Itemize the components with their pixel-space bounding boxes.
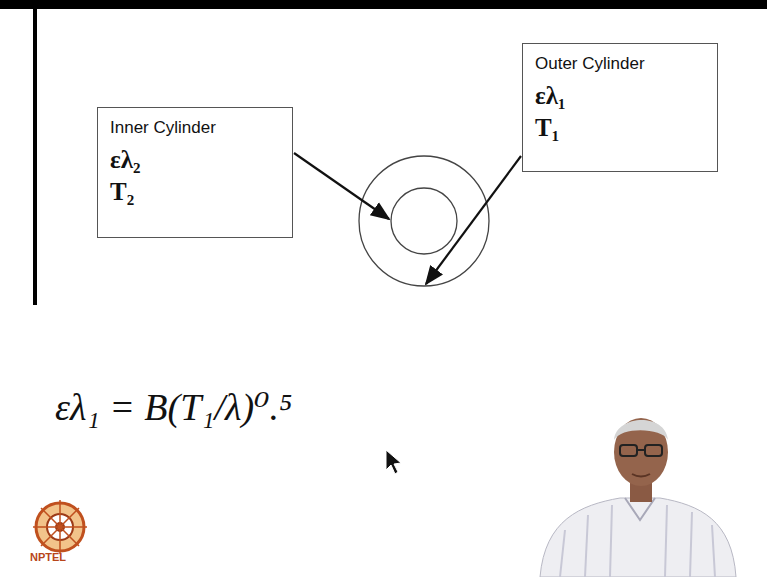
cylinder-box: Inner Cylinder ελ₂ T₂ — [97, 107, 293, 238]
nptel-logo — [33, 500, 87, 554]
frame-bar — [33, 9, 37, 305]
emissivity-symbol: ελ₂ — [110, 146, 280, 174]
box-heading: Inner Cylinder — [110, 118, 280, 138]
cylinder-box: Outer Cylinder ελ₁ T₁ — [522, 43, 718, 172]
equation: ελ₁ = B(T₁/λ)⁰.⁵ — [55, 385, 292, 429]
outer-cylinder-circle — [359, 156, 489, 286]
inner-cylinder-circle — [391, 188, 457, 254]
box-heading: Outer Cylinder — [535, 54, 705, 74]
presenter — [540, 418, 736, 577]
temperature-symbol: T₂ — [110, 178, 280, 206]
leader-arrow — [294, 153, 389, 219]
emissivity-symbol: ελ₁ — [535, 82, 705, 110]
mouse-cursor — [386, 450, 401, 474]
temperature-symbol: T₁ — [535, 114, 705, 142]
logo-text: NPTEL — [30, 551, 66, 563]
leader-arrow — [426, 156, 521, 284]
frame-bar — [0, 0, 767, 9]
